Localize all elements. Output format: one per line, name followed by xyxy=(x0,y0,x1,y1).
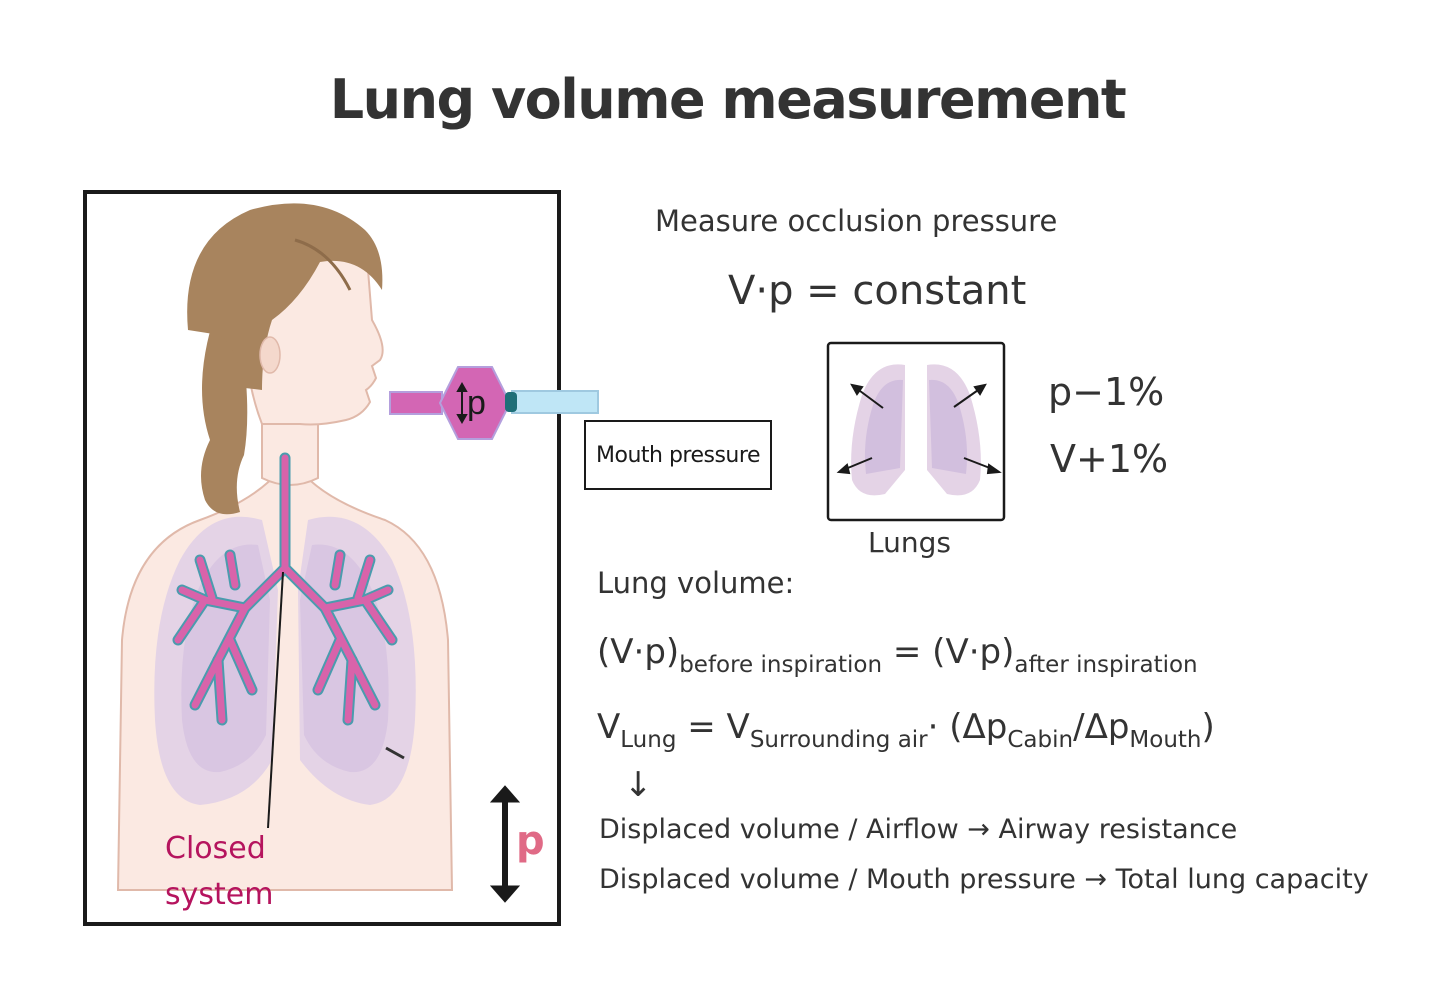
equation-lung-volume: VLung = VSurrounding air· (ΔpCabin/ΔpMou… xyxy=(597,707,1215,753)
closed-system-label: Closed system xyxy=(165,831,274,912)
measure-occlusion-text: Measure occlusion pressure xyxy=(655,204,1058,238)
boyle-law-text: V·p = constant xyxy=(728,268,1027,314)
airway-resistance-text: Displaced volume / Airflow → Airway resi… xyxy=(599,814,1238,845)
equation-before-after: (V·p)before inspiration = (V·p)after ins… xyxy=(597,632,1198,678)
expansion-arrows-icon xyxy=(836,383,1002,475)
hair xyxy=(187,203,383,390)
neck xyxy=(261,419,319,486)
volume-change-text: V+1% xyxy=(1050,437,1169,481)
down-arrow-icon: ↓ xyxy=(624,765,653,805)
mouth-pressure-box: Mouth pressure xyxy=(584,420,772,490)
closed-system-pointer xyxy=(267,571,284,829)
shutter-valve xyxy=(505,392,517,412)
lungs-label: Lungs xyxy=(868,526,951,559)
lung-volume-label: Lung volume: xyxy=(597,566,795,600)
airway-tree xyxy=(172,452,398,726)
mouthpiece-p-label: p xyxy=(467,384,486,422)
pressure-sensor-arrow-icon xyxy=(456,381,468,425)
mouthpiece-tube-left xyxy=(389,391,443,415)
page-title: Lung volume measurement xyxy=(329,68,1127,131)
airflow-tube xyxy=(511,390,599,414)
pressure-change-text: p−1% xyxy=(1048,370,1165,414)
total-lung-capacity-text: Displaced volume / Mouth pressure → Tota… xyxy=(599,864,1369,895)
body-plethysmograph-cabin xyxy=(83,190,561,926)
cabin-pressure-arrow-icon xyxy=(489,785,521,903)
cabin-pressure-label: p xyxy=(516,818,545,864)
